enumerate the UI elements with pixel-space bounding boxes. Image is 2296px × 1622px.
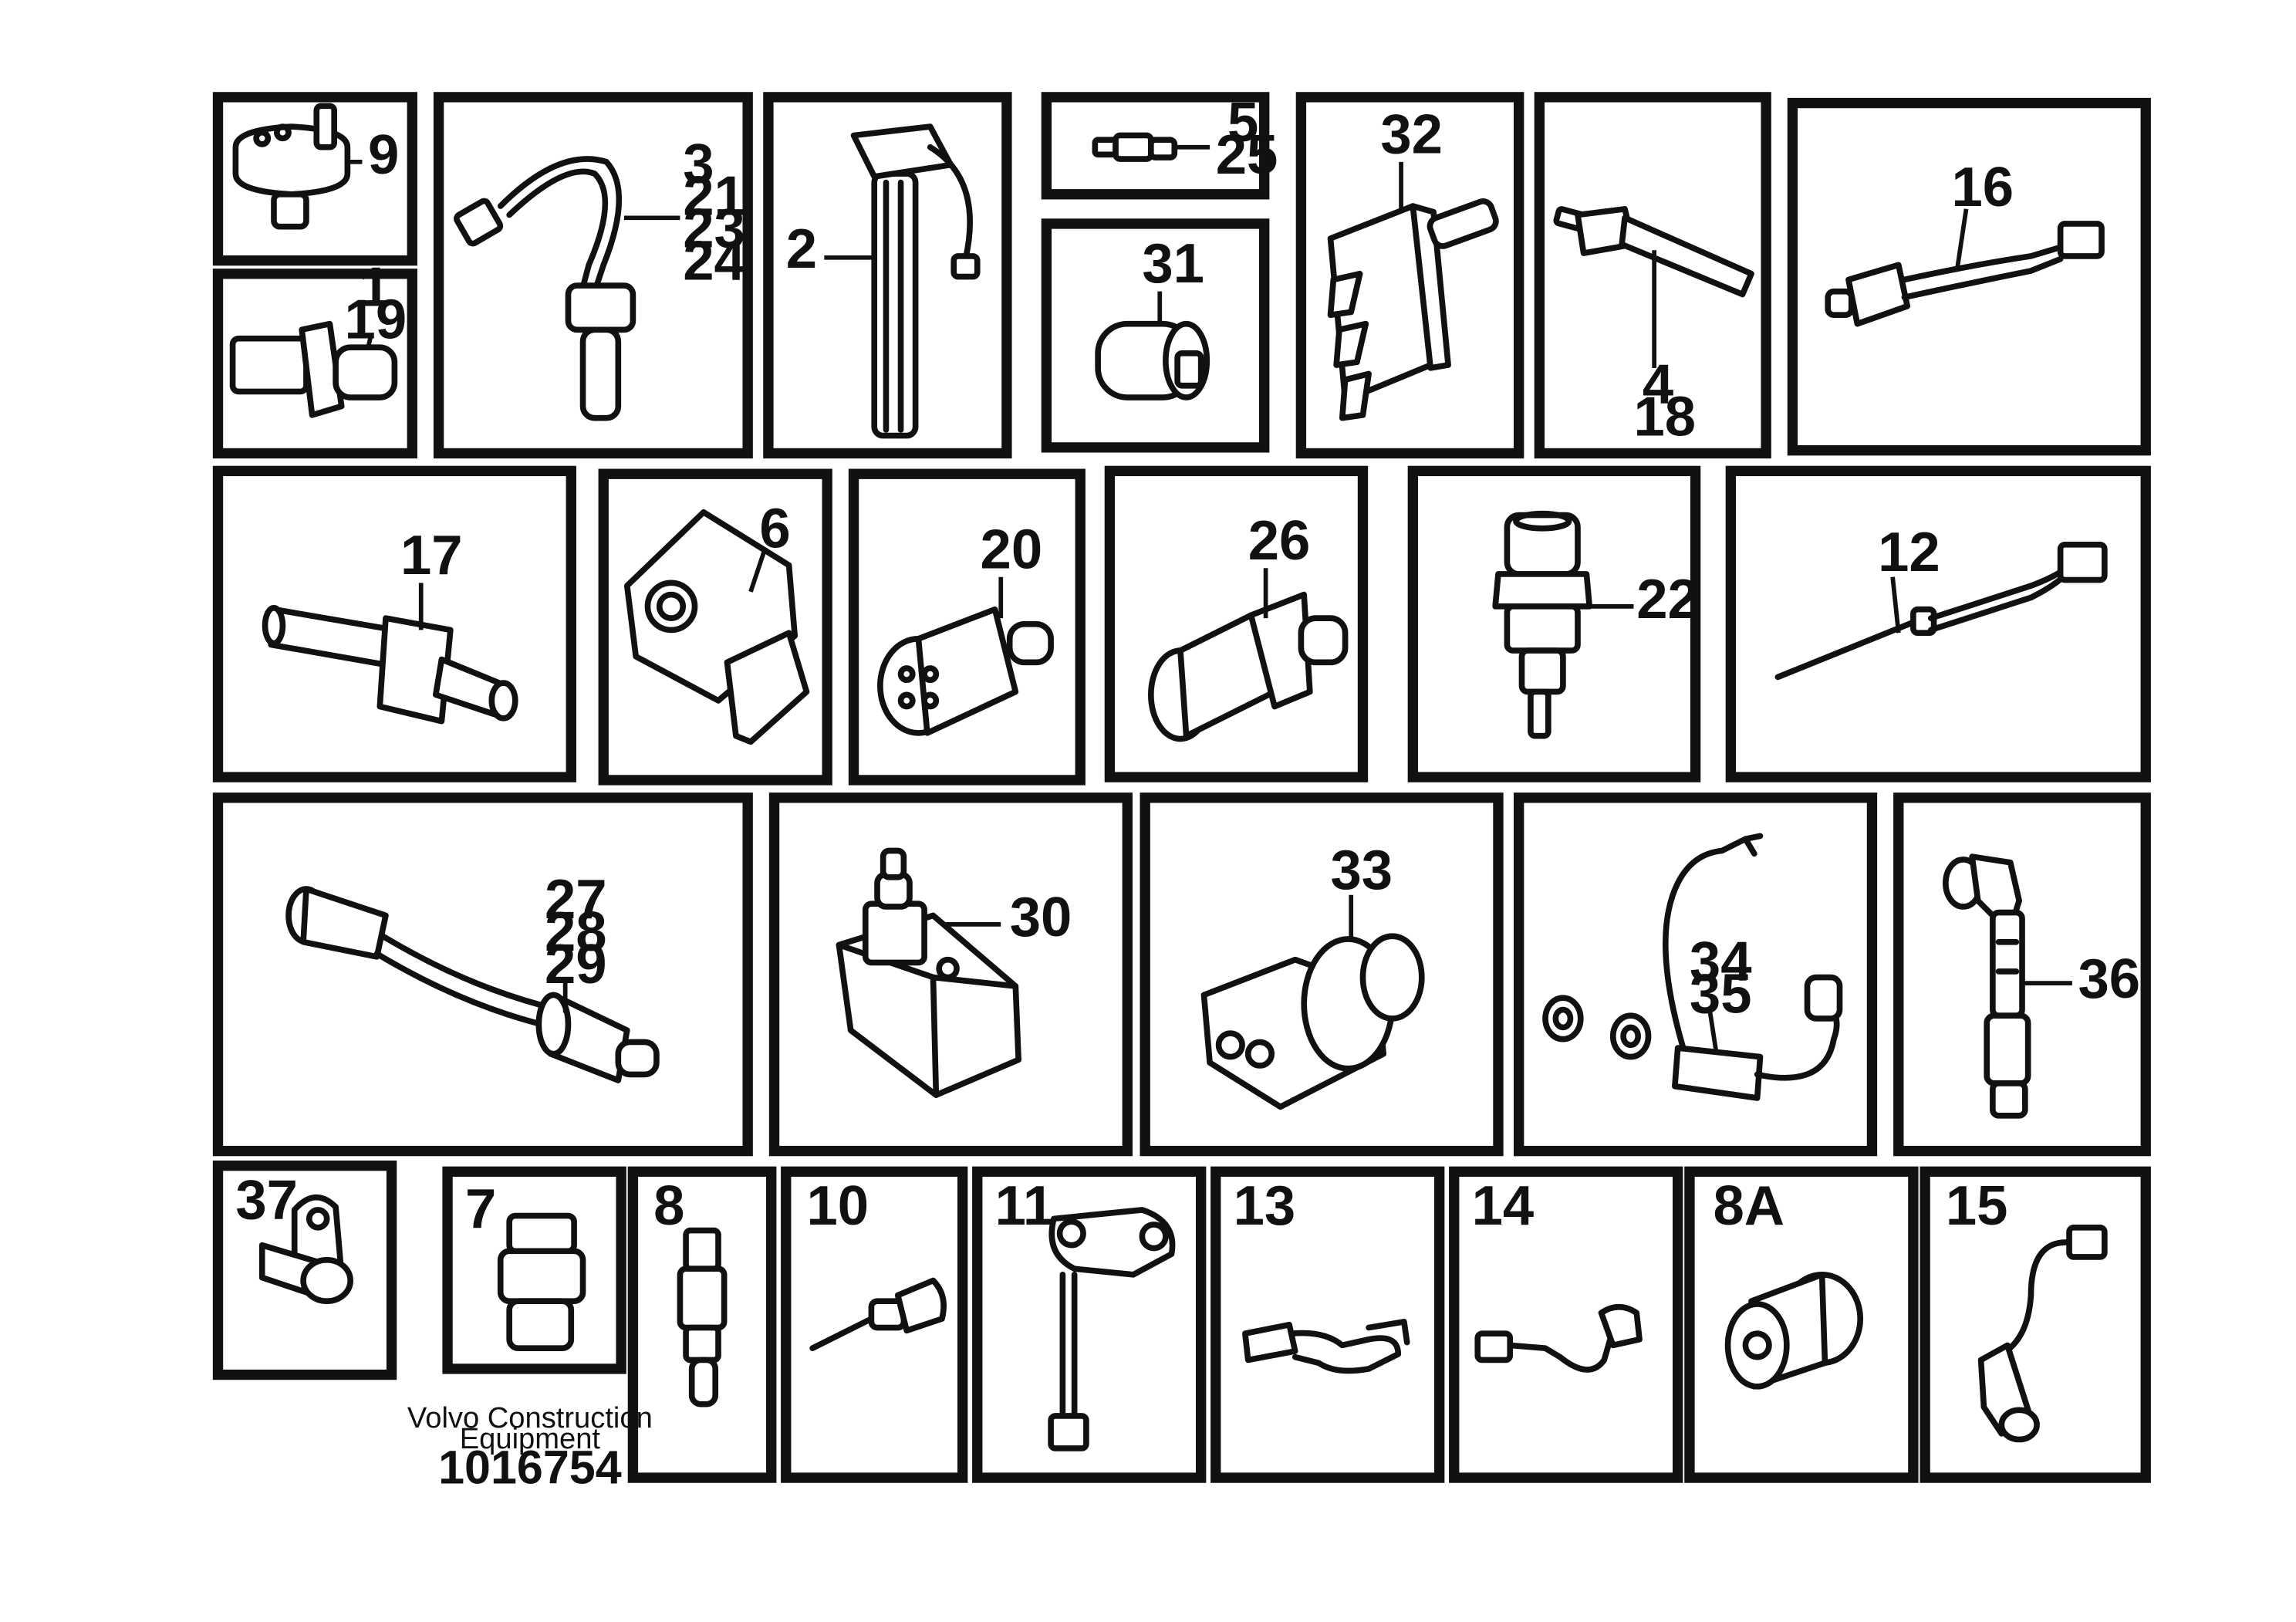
label-6: 6 [759, 498, 790, 560]
label-30: 30 [1010, 886, 1072, 948]
label-37: 37 [235, 1168, 298, 1231]
panel-26: 26 [1104, 465, 1369, 782]
panel-14: 14 [1449, 1166, 1683, 1483]
company-name-line1: Volvo Construction [407, 1401, 653, 1434]
panel-15: 15 [1920, 1166, 2151, 1483]
panel-20: 20 [848, 468, 1086, 786]
panel-13: 13 [1210, 1166, 1445, 1483]
label-31: 31 [1142, 232, 1204, 295]
panel-36: 36 [1893, 792, 2151, 1157]
label-7: 7 [465, 1178, 496, 1240]
label-17: 17 [400, 524, 463, 586]
panel-12: 12 [1725, 465, 2151, 782]
panel-30: 30 [768, 792, 1133, 1157]
panel-11: 11 [972, 1166, 1207, 1483]
panel-6: 6 [598, 468, 832, 786]
label-35: 35 [1690, 962, 1752, 1025]
label-20: 20 [981, 518, 1043, 580]
panel-16: 16 [1787, 97, 2151, 456]
label-2: 2 [786, 218, 817, 280]
label-26: 26 [1248, 509, 1311, 572]
label-22: 22 [1636, 568, 1699, 630]
label-10: 10 [806, 1174, 869, 1237]
label-19: 19 [345, 289, 407, 351]
label-5: 5 [1227, 91, 1258, 154]
label-16: 16 [1951, 156, 2014, 218]
document-number: 1016754 [438, 1441, 622, 1494]
panel-33: 33 [1140, 792, 1504, 1157]
label-25: 25 [1216, 123, 1278, 186]
panel-8a: 8A [1684, 1166, 1919, 1483]
label-14: 14 [1472, 1174, 1535, 1237]
panel-10: 10 [781, 1166, 968, 1483]
label-1: 1 [360, 256, 390, 319]
label-18: 18 [1633, 386, 1696, 448]
label-21: 21 [683, 164, 745, 227]
label-27: 27 [545, 868, 607, 931]
label-32: 32 [1380, 103, 1443, 165]
label-36: 36 [2078, 948, 2141, 1010]
label-4: 4 [1643, 353, 1673, 416]
panel-22: 22 [1407, 465, 1701, 782]
label-13: 13 [1234, 1174, 1296, 1237]
label-28: 28 [545, 901, 607, 963]
panel-7: 7 [442, 1166, 626, 1374]
panel-17: 17 [212, 465, 576, 782]
label-15: 15 [1946, 1174, 2008, 1237]
panel-3-21-23-24: 3 21 23 24 [433, 92, 753, 459]
panel-8: 8 [627, 1166, 777, 1483]
label-29: 29 [545, 933, 607, 995]
label-12: 12 [1878, 521, 1940, 583]
panel-31: 31 [1041, 218, 1270, 453]
label-8a: 8A [1713, 1174, 1784, 1237]
label-24: 24 [683, 229, 745, 292]
label-8: 8 [653, 1174, 684, 1237]
panel-5-25: 5 25 [1041, 91, 1278, 200]
panel-4-18: 4 18 [1534, 92, 1771, 459]
panel-1-19: 1 19 [212, 256, 417, 459]
panel-9: 9 [212, 92, 417, 266]
company-name-line2: Equipment [460, 1422, 601, 1455]
label-23: 23 [683, 197, 745, 259]
label-9: 9 [368, 123, 399, 186]
panel-32: 32 [1295, 92, 1524, 459]
panel-27-28-29: 27 28 29 [212, 792, 753, 1157]
panel-2: 2 [763, 92, 1012, 459]
label-3: 3 [683, 133, 714, 195]
label-34: 34 [1690, 930, 1752, 992]
label-33: 33 [1331, 839, 1393, 901]
label-11: 11 [995, 1174, 1055, 1237]
panel-37: 37 [212, 1161, 397, 1380]
panel-34-35: 34 35 [1513, 792, 1878, 1157]
